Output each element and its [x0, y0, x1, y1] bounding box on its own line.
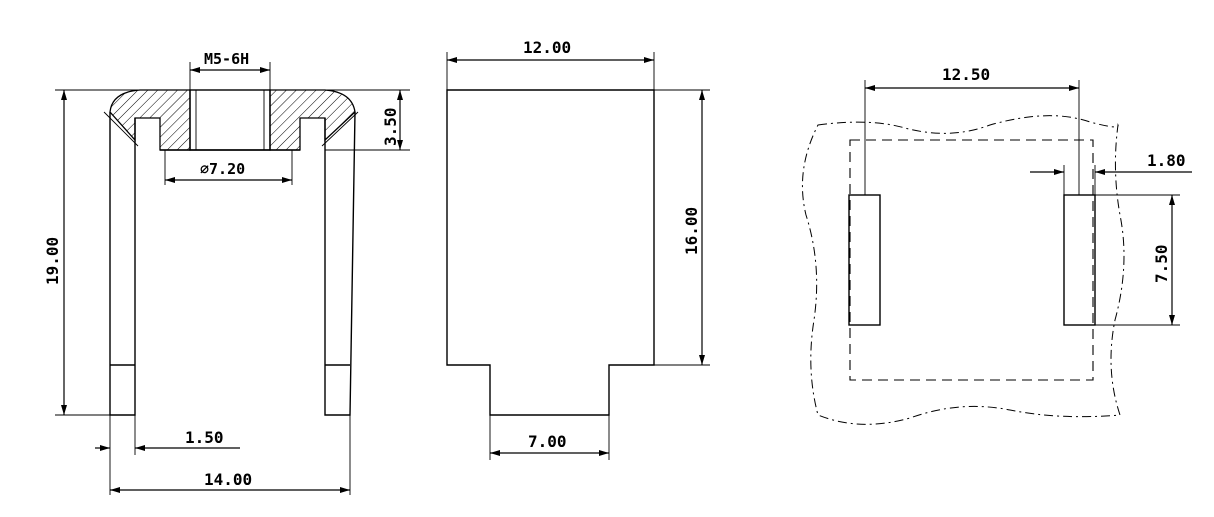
pcb-board-outline: [801, 115, 1125, 425]
pcb-body-outline: [849, 139, 1094, 381]
dim-pcb-slot-length: 7.50: [1152, 244, 1171, 283]
front-view: M5-6H 3.50 ⌀7.20 19.00 1.50: [43, 50, 410, 495]
pcb-slot-right: [1063, 194, 1096, 326]
front-section-right: [269, 89, 356, 151]
pcb-footprint-view: 12.50 1.80 7.50: [801, 65, 1192, 425]
dim-front-height-small: 3.50: [381, 107, 400, 146]
dim-front-pin-width: 1.50: [185, 428, 224, 447]
side-view: 12.00 16.00 7.00: [446, 38, 710, 460]
dim-side-height: 16.00: [682, 207, 701, 255]
front-leg-right: [324, 111, 356, 416]
front-section-left: [109, 89, 191, 151]
front-thread-bore: [189, 89, 271, 151]
dim-side-width: 12.00: [523, 38, 571, 57]
dim-front-thread: M5-6H: [204, 50, 249, 68]
side-body-outline: [446, 89, 655, 416]
pcb-slot-left: [848, 194, 881, 326]
dim-pcb-spacing: 12.50: [942, 65, 990, 84]
dim-front-total-height: 19.00: [43, 237, 62, 285]
front-leg-left: [109, 112, 136, 416]
dim-side-tab-width: 7.00: [528, 432, 567, 451]
dim-front-diameter: ⌀7.20: [200, 160, 245, 178]
dim-pcb-slot-width: 1.80: [1147, 151, 1186, 170]
dim-front-width: 14.00: [204, 470, 252, 489]
